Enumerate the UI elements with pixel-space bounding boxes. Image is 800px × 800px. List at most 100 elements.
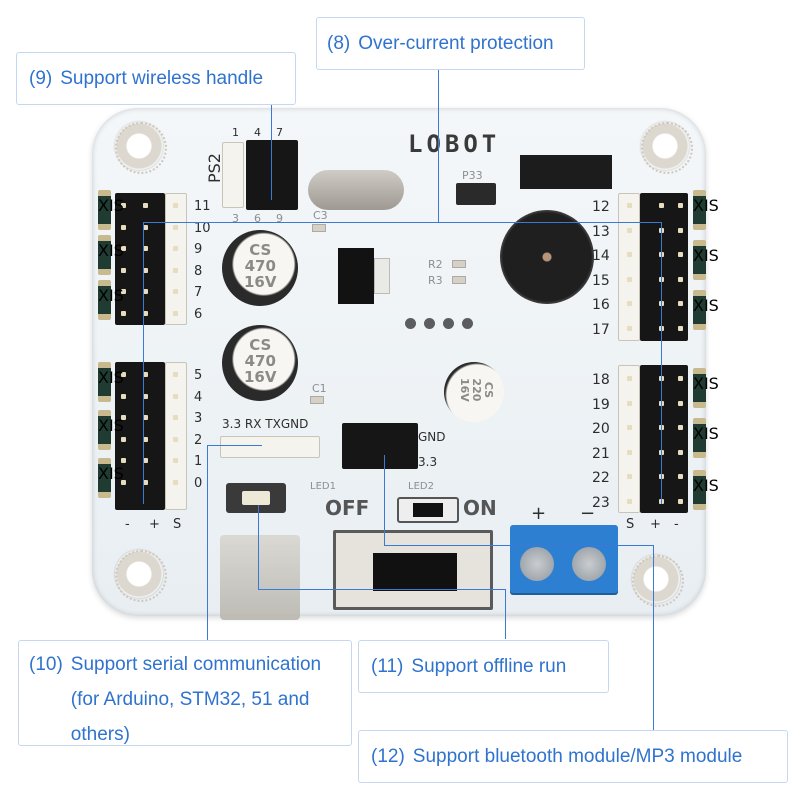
fuse-label: XIS: [98, 416, 124, 435]
polarity-label: S: [173, 517, 182, 532]
header-pin: [173, 310, 178, 316]
ps2-pin-number: 6: [254, 212, 261, 225]
servo-header-left-bottom: [115, 362, 165, 510]
led2-label: LED2: [408, 481, 434, 492]
fuse: XIS: [693, 418, 719, 458]
capacitor-label: CS 470 16V: [244, 241, 277, 291]
header-pin: [173, 246, 178, 251]
header-pin: [627, 498, 632, 504]
capacitor-470uf-bottom: CS 470 16V: [222, 325, 298, 401]
mounting-hole-top-right: [641, 122, 693, 174]
header-pin: [678, 425, 683, 430]
c3-component: [312, 224, 326, 232]
polarity-label: +: [650, 517, 661, 532]
servo-channel-label: 8: [194, 263, 203, 279]
connector-line: [143, 222, 661, 223]
fuse: XIS: [98, 410, 124, 450]
header-pin: [121, 310, 126, 316]
via: [424, 318, 435, 329]
connector-line: [207, 445, 262, 446]
ps2-label: PS2: [204, 153, 224, 183]
terminal-screw: [572, 547, 606, 581]
r2-resistor: [452, 260, 466, 268]
header-pin: [143, 436, 148, 442]
header-pin: [143, 393, 148, 399]
ps2-pin-number: 4: [254, 126, 261, 139]
header-pin: [678, 252, 683, 257]
servo-channel-label: 11: [194, 199, 211, 214]
voltage-regulator: [338, 248, 374, 304]
header-pin: [627, 325, 632, 331]
header-pin: [121, 289, 126, 294]
servo-channel-label: 23: [592, 494, 610, 511]
buzzer: [500, 210, 594, 304]
header-pin: [121, 415, 126, 420]
connector-line: [384, 455, 385, 545]
fuse: XIS: [693, 290, 719, 330]
header-pin: [173, 436, 178, 442]
header-pin: [143, 246, 148, 251]
header-pin: [678, 449, 683, 455]
header-pin: [173, 224, 178, 230]
usb-port: [220, 535, 300, 620]
switch-on-label: ON: [463, 496, 497, 520]
header-pin: [121, 436, 126, 442]
fuse-label: XIS: [693, 196, 719, 215]
terminal-minus-label: −: [580, 503, 596, 524]
header-pin: [173, 203, 178, 208]
servo-signal-header-left-bottom: [165, 362, 187, 510]
crystal-oscillator: [308, 170, 404, 210]
connector-line: [384, 545, 654, 546]
capacitor-220uf: CS 220 16V: [444, 362, 504, 422]
callout-number: (11): [371, 655, 404, 677]
header-pin: [627, 227, 632, 233]
servo-channel-label: 15: [592, 272, 610, 289]
polarity-label: S: [626, 517, 635, 532]
connector-line: [258, 589, 506, 590]
header-pin: [173, 458, 178, 463]
fuse-label: XIS: [98, 241, 124, 260]
connector-line: [653, 545, 654, 730]
servo-channel-label: 3: [194, 411, 203, 426]
fuse-label: XIS: [98, 286, 124, 305]
fuse: XIS: [98, 235, 124, 275]
header-pin: [121, 203, 126, 208]
r3-label: R3: [428, 274, 443, 287]
c1-component: [310, 396, 324, 404]
header-pin: [627, 376, 632, 381]
header-pin: [678, 400, 683, 406]
servo-signal-header-right-top: [618, 193, 640, 341]
servo-channel-label: 12: [592, 199, 610, 215]
header-pin: [678, 301, 683, 306]
mounting-hole-bottom-left: [115, 550, 167, 602]
capacitor-label: CS 220 16V: [458, 378, 495, 402]
fuse: XIS: [693, 190, 719, 230]
fuse: XIS: [693, 368, 719, 408]
ps2-pin-number: 1: [232, 126, 239, 139]
connector-line: [143, 222, 144, 504]
fuse-label: XIS: [693, 246, 719, 265]
header-pin: [121, 479, 126, 485]
ps2-black-header: [246, 140, 298, 210]
header-pin: [121, 458, 126, 463]
callout-text: Support wireless handle: [60, 67, 264, 89]
fuse-label: XIS: [98, 196, 124, 215]
callout-number: (9): [29, 67, 53, 89]
header-pin: [173, 267, 178, 273]
via: [405, 318, 416, 329]
header-pin: [143, 267, 148, 273]
bt-gnd-label: GND: [418, 430, 446, 444]
bt-3v3-label: 3.3: [418, 455, 438, 469]
header-pin: [143, 224, 148, 230]
callout-number: (8): [327, 32, 351, 54]
polarity-label: -: [125, 517, 130, 532]
mounting-hole-bottom-right: [632, 555, 684, 607]
header-pin: [173, 479, 178, 485]
lobot-logo: LOBOT: [408, 130, 501, 158]
top-connector: [520, 155, 612, 189]
header-pin: [173, 393, 178, 399]
header-pin: [121, 246, 126, 251]
connector-line: [505, 589, 506, 639]
servo-channel-label: 7: [194, 285, 203, 300]
serial-header: [220, 436, 320, 458]
